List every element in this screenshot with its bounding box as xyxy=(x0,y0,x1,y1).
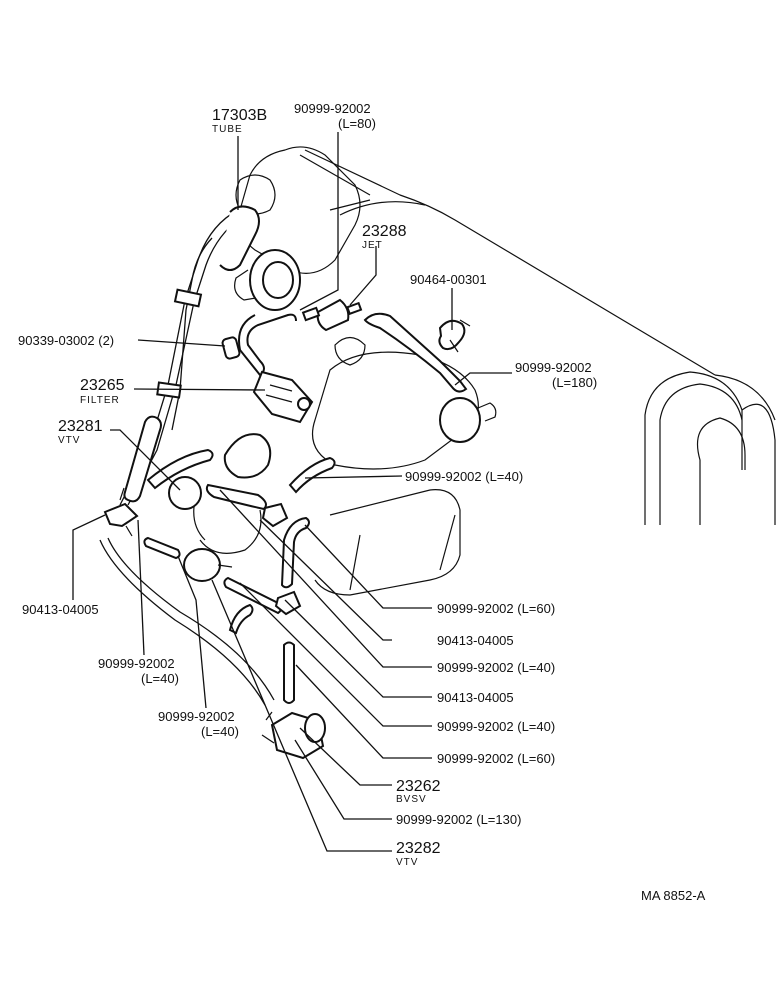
label-hose-40-b: 90999-92002 (L=40) xyxy=(437,660,555,675)
label-hose-60-a: 90999-92002 (L=60) xyxy=(437,601,555,616)
hoses xyxy=(99,205,468,706)
label-plug-no: 90339-03002 (2) xyxy=(18,333,114,348)
label-hose-60-b: 90999-92002 (L=60) xyxy=(437,751,555,766)
label-hose-130: 90999-92002 (L=130) xyxy=(396,812,521,827)
label-vtv-bottom-name: VTV xyxy=(396,857,418,868)
label-tee-mid-b: 90413-04005 xyxy=(437,690,514,705)
label-hose-40-mid-no: 90999-92002 xyxy=(158,709,235,724)
label-hose-top-no: 90999-92002 xyxy=(294,101,371,116)
label-tube-no: 17303B xyxy=(212,107,267,124)
label-hose-180-len: (L=180) xyxy=(552,375,597,390)
label-hose-40-left-len: (L=40) xyxy=(141,671,179,686)
label-hose-40-mid-len: (L=40) xyxy=(201,724,239,739)
leader-lines xyxy=(72,132,512,852)
label-jet-no: 23288 xyxy=(362,223,407,240)
components xyxy=(103,249,497,760)
label-filter-name: FILTER xyxy=(80,395,120,406)
label-hose-40-a: 90999-92002 (L=40) xyxy=(405,469,523,484)
label-hose-top-len: (L=80) xyxy=(338,116,376,131)
label-tee-left-no: 90413-04005 xyxy=(22,602,99,617)
label-tee-mid-a: 90413-04005 xyxy=(437,633,514,648)
label-tube-name: TUBE xyxy=(212,124,243,135)
label-clip-no: 90464-00301 xyxy=(410,272,487,287)
label-jet-name: JET xyxy=(362,240,383,251)
label-vtv-left-no: 23281 xyxy=(58,418,103,435)
label-vtv-bottom-no: 23282 xyxy=(396,840,441,857)
label-hose-40-left-no: 90999-92002 xyxy=(98,656,175,671)
figure-code: MA 8852-A xyxy=(641,888,706,903)
label-bvsv-no: 23262 xyxy=(396,778,441,795)
pulley xyxy=(644,371,776,525)
label-vtv-left-name: VTV xyxy=(58,435,80,446)
label-hose-40-c: 90999-92002 (L=40) xyxy=(437,719,555,734)
label-filter-no: 23265 xyxy=(80,377,125,394)
label-hose-180-no: 90999-92002 xyxy=(515,360,592,375)
engine-outline xyxy=(193,146,716,596)
labels: 17303B TUBE 90999-92002 (L=80) 23288 JET… xyxy=(18,101,706,903)
label-bvsv-name: BVSV xyxy=(396,794,427,805)
